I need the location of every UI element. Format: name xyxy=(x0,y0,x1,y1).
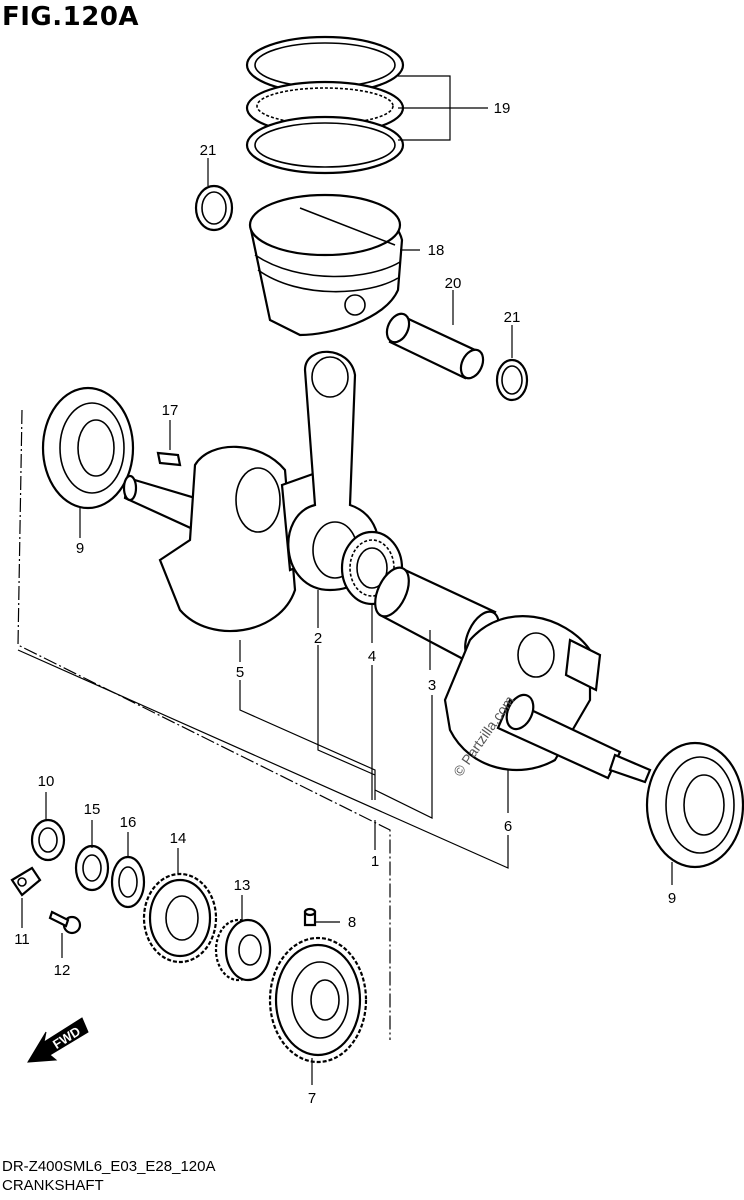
spacer-15[interactable] xyxy=(74,844,110,892)
callout-5: 5 xyxy=(236,664,244,681)
callout-20: 20 xyxy=(445,275,462,292)
callout-2: 2 xyxy=(314,630,322,647)
callout-12: 12 xyxy=(54,962,71,979)
piston-pin-circlip-right[interactable] xyxy=(495,358,529,402)
crankshaft-bearing-left[interactable] xyxy=(41,386,135,510)
washer-16[interactable] xyxy=(110,855,146,909)
callout-9-right: 9 xyxy=(668,890,676,907)
callout-9-left: 9 xyxy=(76,540,84,557)
callout-18: 18 xyxy=(428,242,445,259)
callout-1: 1 xyxy=(371,853,379,870)
callout-19: 19 xyxy=(494,100,511,117)
callout-17: 17 xyxy=(162,402,179,419)
dowel-pin-8[interactable] xyxy=(303,907,317,927)
callout-4: 4 xyxy=(368,648,376,665)
piston-pin-circlip-left[interactable] xyxy=(194,184,234,232)
screw-12[interactable] xyxy=(48,910,82,935)
piston-pin[interactable] xyxy=(383,310,488,382)
callout-13: 13 xyxy=(234,877,251,894)
callout-8: 8 xyxy=(348,914,356,931)
gear-13[interactable] xyxy=(214,918,272,982)
figure-name: CRANKSHAFT xyxy=(2,1177,104,1194)
callout-3: 3 xyxy=(428,677,436,694)
callout-15: 15 xyxy=(84,801,101,818)
callout-21-right: 21 xyxy=(504,309,521,326)
gear-14[interactable] xyxy=(142,872,218,964)
retainer-plate-11[interactable] xyxy=(10,866,42,897)
callout-21-left: 21 xyxy=(200,142,217,159)
figure-code: DR-Z400SML6_E03_E28_120A xyxy=(2,1158,216,1175)
crankshaft-right[interactable] xyxy=(443,615,652,784)
crankshaft-bearing-right[interactable] xyxy=(645,741,744,869)
piston[interactable] xyxy=(248,193,404,337)
bearing-10[interactable] xyxy=(30,818,66,862)
piston-rings[interactable] xyxy=(245,35,405,175)
callout-16: 16 xyxy=(120,814,137,831)
figure-title: FIG.120A xyxy=(2,2,140,32)
callout-7: 7 xyxy=(308,1090,316,1107)
callout-10: 10 xyxy=(38,773,55,790)
callout-14: 14 xyxy=(170,830,187,847)
fwd-arrow-icon: FWD xyxy=(27,1017,89,1063)
callout-11: 11 xyxy=(14,931,30,948)
primary-drive-gear-7[interactable] xyxy=(268,936,368,1064)
woodruff-key[interactable] xyxy=(156,451,182,467)
callout-6: 6 xyxy=(504,818,512,835)
